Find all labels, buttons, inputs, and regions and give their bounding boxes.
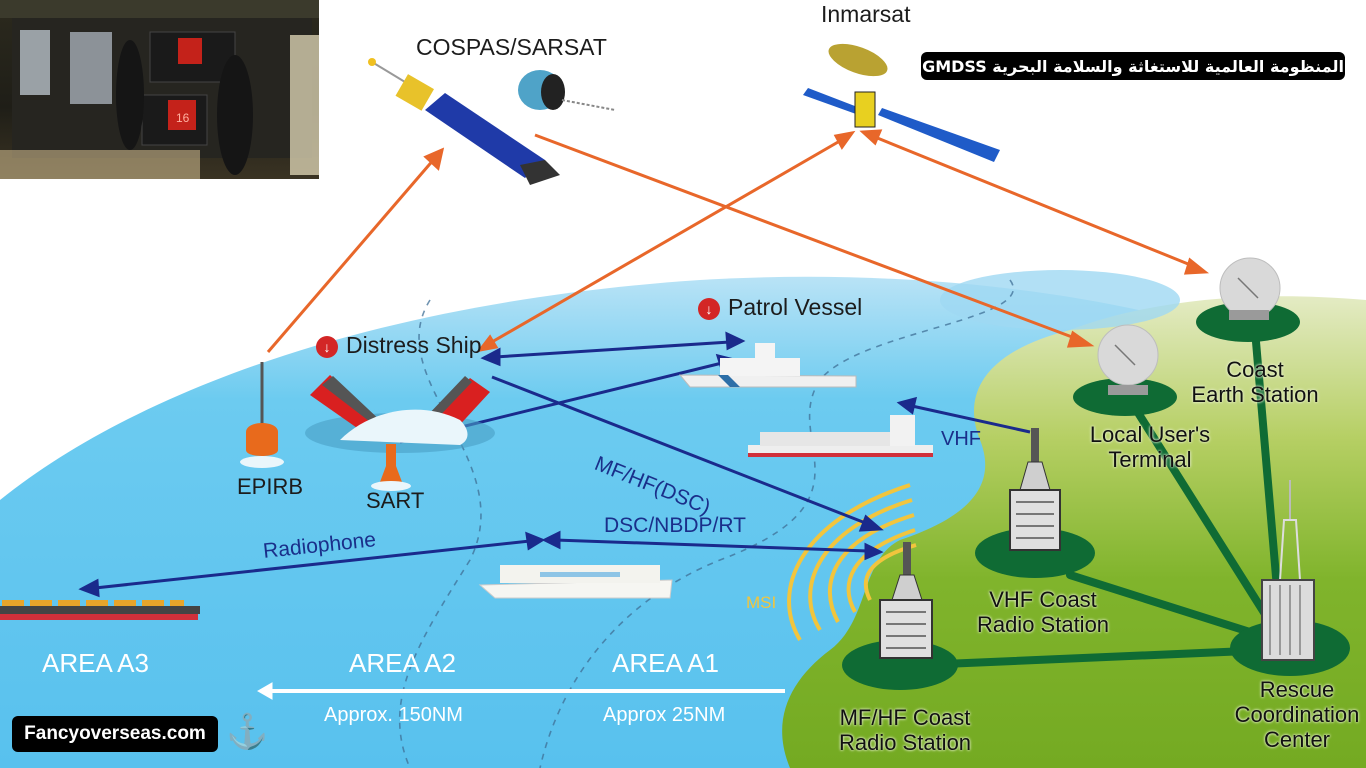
shore-network-links <box>916 326 1282 669</box>
mf-hf-coast-line1: MF/HF Coast <box>839 705 971 730</box>
patrol-vessel-icon <box>678 343 857 388</box>
epirb-beacon-icon <box>240 362 284 468</box>
local-user-terminal-dish-icon <box>1097 324 1159 395</box>
coast-earth-station-label: Coast Earth Station <box>1180 357 1330 407</box>
vhf-coast-radio-station-label: VHF Coast Radio Station <box>968 587 1118 637</box>
sart-device-icon <box>371 444 411 491</box>
area-a2-label: AREA A2 <box>349 648 456 678</box>
inmarsat-satellite-icon <box>803 41 1000 162</box>
satellite-links <box>266 129 1210 353</box>
area-a3-label: AREA A3 <box>42 648 149 678</box>
cruise-ship-icon <box>478 565 673 599</box>
mf-hf-coast-line2: Radio Station <box>838 730 972 755</box>
coast-earth-station-dish-icon <box>1219 257 1281 320</box>
patrol-vessel-text: Patrol Vessel <box>728 294 863 320</box>
patrol-down-arrow-icon: ↓ <box>698 297 720 320</box>
distress-ship-label: ↓ Distress Ship <box>316 332 481 359</box>
container-ship-icon <box>0 600 200 620</box>
console-illustration: 16 <box>0 0 319 179</box>
mf-hf-coast-radio-station-label: MF/HF Coast Radio Station <box>825 705 985 755</box>
rcc-line2: Coordination <box>1234 702 1360 727</box>
cospas-sarsat-label: COSPAS/SARSAT <box>416 34 607 60</box>
rcc-line1: Rescue <box>1259 677 1335 702</box>
sart-label: SART <box>366 488 425 513</box>
inmarsat-label: Inmarsat <box>821 1 911 27</box>
rescue-coordination-building-icon <box>1261 480 1315 661</box>
vhf-label: VHF <box>941 428 981 450</box>
cargo-ship-icon <box>748 415 933 457</box>
radio-channel-display: 16 <box>176 111 190 125</box>
area-a1-label: AREA A1 <box>612 648 719 678</box>
dsc-nbdp-rt-label: DSC/NBDP/RT <box>604 514 746 537</box>
msi-waves <box>787 483 917 642</box>
coast-earth-station-line1: Coast <box>1226 357 1284 382</box>
patrol-vessel-label: ↓ Patrol Vessel <box>698 294 862 321</box>
dish-antennas <box>1097 257 1281 395</box>
distress-ship-text: Distress Ship <box>346 332 482 358</box>
area-a2-range-label: Approx. 150NM <box>324 704 463 726</box>
local-users-terminal-label: Local User's Terminal <box>1080 422 1220 472</box>
local-users-terminal-line1: Local User's <box>1089 422 1211 447</box>
watermark-badge: Fancyoverseas.com <box>12 716 218 752</box>
area-a1-boundary <box>539 279 1014 768</box>
vhf-coast-line2: Radio Station <box>976 612 1110 637</box>
local-users-terminal-line2: Terminal <box>1108 447 1192 472</box>
rcc-line3: Center <box>1263 727 1331 752</box>
rescue-coordination-center-label: Rescue Coordination Center <box>1222 677 1366 752</box>
coastal-shallows <box>940 270 1180 330</box>
anchor-icon: ⚓ <box>226 713 269 751</box>
distress-down-arrow-icon: ↓ <box>316 335 338 358</box>
range-arrow <box>256 682 785 700</box>
coast-earth-station-line2: Earth Station <box>1191 382 1319 407</box>
vhf-coast-line1: VHF Coast <box>989 587 1097 612</box>
area-a1-range-label: Approx 25NM <box>603 704 726 726</box>
msi-label: MSI <box>746 593 777 612</box>
distress-ship-icon <box>305 375 495 453</box>
gmdss-console-photo: 16 <box>0 0 319 179</box>
title-badge: المنظومة العالمية للاستغاثة والسلامة الب… <box>921 52 1345 80</box>
mf-hf-coast-tower-icon <box>879 542 933 659</box>
vhf-coast-tower-icon <box>1009 428 1061 551</box>
epirb-label: EPIRB <box>237 474 304 499</box>
cospas-sarsat-satellite-icon <box>368 58 616 185</box>
